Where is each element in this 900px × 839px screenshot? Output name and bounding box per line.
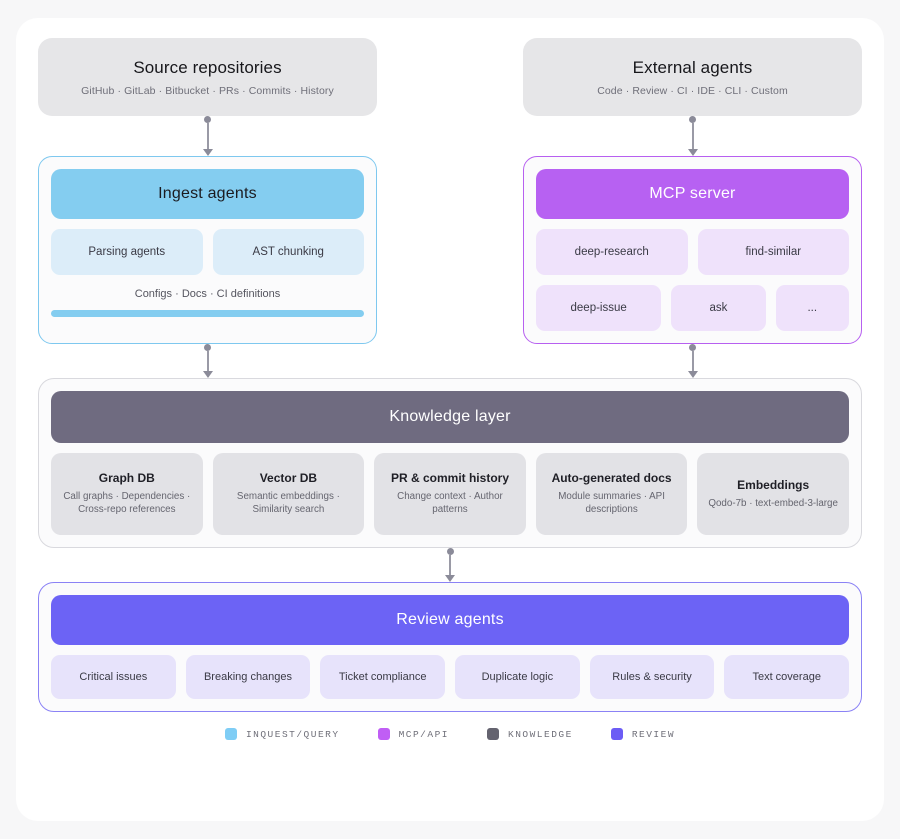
legend-swatch-icon [610,728,623,740]
mcp-chip-find-similar[interactable]: find-similar [697,229,849,275]
review-chip-row: Critical issues Breaking changes Ticket … [51,655,850,699]
mcp-chip-ask[interactable]: ask [671,285,766,331]
mcp-server-panel: MCP server deep-research find-similar de… [523,156,862,344]
review-agents-header: Review agents [51,595,849,645]
legend-label: INQUEST/QUERY [245,728,340,740]
connector-line [206,123,209,149]
external-agents-subtitle: Code · Review · CI · IDE · CLI · Custom [597,84,788,97]
knowledge-card-subtitle: Module summaries · API descriptions [558,491,665,515]
knowledge-card-subtitle: Change context · Author patterns [397,491,503,515]
connector-row-top [38,116,862,156]
knowledge-card-embeddings[interactable]: Embeddings Qodo-7b · text-embed-3-large [697,453,849,535]
connector-dot-icon [204,116,211,123]
mcp-chip-row-1: deep-research find-similar [536,229,849,275]
source-repositories-subtitle: GitHub · GitLab · Bitbucket · PRs · Comm… [81,84,334,97]
knowledge-card-title: PR & commit history [390,471,509,486]
knowledge-card-graph-db[interactable]: Graph DB Call graphs · Dependencies · Cr… [51,453,203,535]
arrow-head-icon [445,575,455,582]
legend-item-knowledge: KNOWLEDGE [487,728,573,740]
mcp-chip-more[interactable]: ... [775,285,849,331]
diagram-card: Source repositories GitHub · GitLab · Bi… [16,18,884,821]
knowledge-cards: Graph DB Call graphs · Dependencies · Cr… [51,453,849,535]
connector-row-mid [38,344,862,378]
external-agents-title: External agents [632,57,753,77]
knowledge-card-title: Auto-generated docs [551,471,672,486]
connector-line [691,351,694,371]
knowledge-card-title: Graph DB [98,471,155,486]
mcp-chip-row-2: deep-issue ask ... [536,285,849,331]
arrow-head-icon [202,371,213,378]
external-agents-box: External agents Code · Review · CI · IDE… [523,38,862,116]
connector-dot-icon [446,548,454,555]
legend-label: KNOWLEDGE [508,728,573,740]
legend-item-mcp-api: MCP/API [377,728,449,740]
arrow-head-icon [687,149,698,156]
legend-item-review: REVIEW [610,728,676,740]
review-chip-text-coverage[interactable]: Text coverage [724,655,850,699]
knowledge-layer-header: Knowledge layer [51,391,849,443]
connector-external-to-mcp [687,116,698,156]
source-repositories-title: Source repositories [133,57,282,77]
connector-line [449,555,451,575]
connector-source-to-ingest [202,116,213,156]
review-chip-critical-issues[interactable]: Critical issues [51,655,176,699]
mcp-chip-deep-research[interactable]: deep-research [536,229,688,275]
ingest-chip-row: Parsing agents AST chunking [51,229,364,275]
knowledge-layer-panel: Knowledge layer Graph DB Call graphs · D… [38,378,862,548]
knowledge-card-subtitle: Call graphs · Dependencies · Cross-repo … [63,491,191,515]
ingest-agents-header: Ingest agents [51,169,364,219]
legend-label: REVIEW [631,728,676,740]
connector-knowledge-to-review [445,548,455,582]
legend-swatch-icon [487,728,499,740]
connector-line [691,123,694,149]
source-repositories-box: Source repositories GitHub · GitLab · Bi… [38,38,377,116]
legend-swatch-icon [377,728,390,740]
knowledge-card-auto-generated-docs[interactable]: Auto-generated docs Module summaries · A… [535,453,688,535]
knowledge-card-subtitle: Semantic embeddings · Similarity search [236,491,340,515]
ingest-chip-ast-chunking[interactable]: AST chunking [212,229,364,275]
ingest-note: Configs · Docs · CI definitions [134,288,281,300]
review-chip-breaking-changes[interactable]: Breaking changes [185,655,311,699]
arrow-head-icon [202,149,213,156]
connector-mcp-to-knowledge [687,344,698,378]
ingest-agents-panel: Ingest agents Parsing agents AST chunkin… [38,156,377,344]
legend-item-inquest-query: INQUEST/QUERY [224,728,340,740]
mid-row: Ingest agents Parsing agents AST chunkin… [38,156,862,344]
mcp-chip-deep-issue[interactable]: deep-issue [536,285,662,331]
arrow-head-icon [687,371,698,378]
knowledge-card-pr-commit-history[interactable]: PR & commit history Change context · Aut… [374,453,526,535]
ingest-accent-bar [51,310,364,317]
ingest-chip-parsing-agents[interactable]: Parsing agents [51,229,203,275]
knowledge-card-vector-db[interactable]: Vector DB Semantic embeddings · Similari… [212,453,365,535]
connector-dot-icon [689,344,696,351]
review-chip-ticket-compliance[interactable]: Ticket compliance [320,655,446,699]
legend-label: MCP/API [398,728,449,740]
legend-swatch-icon [224,728,237,740]
knowledge-card-subtitle: Qodo-7b · text-embed-3-large [708,497,838,509]
top-row: Source repositories GitHub · GitLab · Bi… [38,38,862,116]
review-agents-panel: Review agents Critical issues Breaking c… [38,582,862,712]
connector-dot-icon [204,344,211,351]
knowledge-card-title: Embeddings [737,477,810,492]
mcp-server-header: MCP server [536,169,849,219]
knowledge-card-title: Vector DB [259,471,318,486]
connector-line [206,351,209,371]
connector-dot-icon [689,116,696,123]
legend: INQUEST/QUERY MCP/API KNOWLEDGE REVIEW [38,728,862,740]
connector-ingest-to-knowledge [202,344,213,378]
review-chip-duplicate-logic[interactable]: Duplicate logic [455,655,580,699]
connector-row-bottom [38,548,862,582]
review-chip-rules-security[interactable]: Rules & security [589,655,715,699]
